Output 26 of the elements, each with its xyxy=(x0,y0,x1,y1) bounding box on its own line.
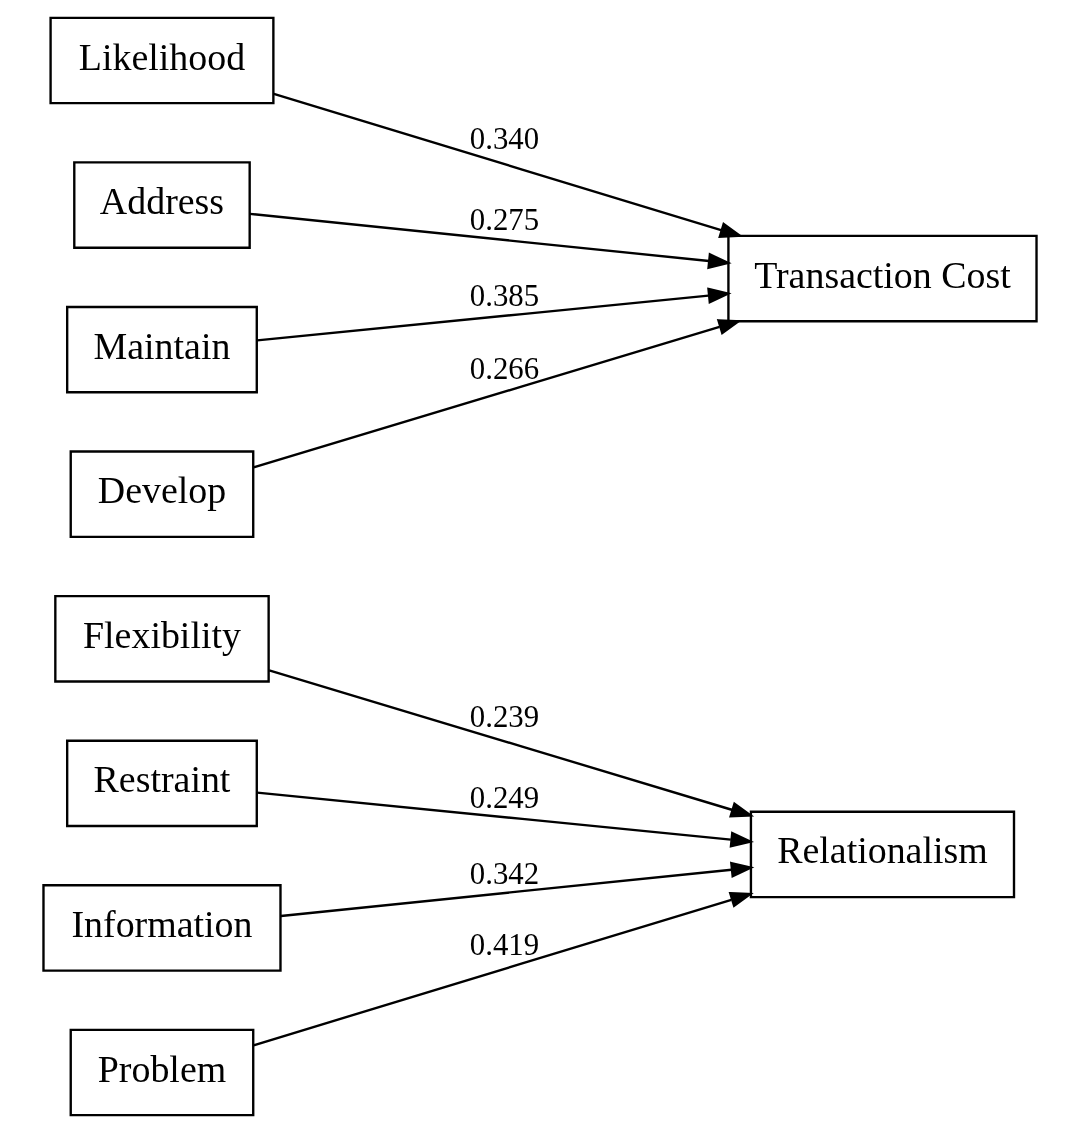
node-box: Problem xyxy=(69,1028,255,1117)
edge-label: 0.419 xyxy=(469,927,540,962)
edge-label: 0.385 xyxy=(469,278,540,313)
node-box: Develop xyxy=(69,450,255,539)
node-box: Likelihood xyxy=(49,16,275,105)
node-box: Relationalism xyxy=(749,810,1016,899)
arrow xyxy=(249,212,732,270)
arrow xyxy=(273,92,744,238)
node-box: Information xyxy=(42,884,282,972)
edge-label: 0.249 xyxy=(469,781,540,816)
node-box: Restraint xyxy=(66,739,258,828)
edge-label: 0.342 xyxy=(469,856,540,891)
edge-label: 0.340 xyxy=(469,122,540,157)
arrow xyxy=(257,791,755,848)
node-box: Flexibility xyxy=(54,594,270,683)
edge-label: 0.275 xyxy=(469,202,540,237)
node-box: Maintain xyxy=(66,305,258,394)
edge-label: 0.239 xyxy=(469,700,540,735)
arrow xyxy=(257,287,732,342)
edge-label: 0.266 xyxy=(469,352,540,387)
node-box: Transaction Cost xyxy=(727,234,1038,323)
arrow xyxy=(268,669,755,818)
arrow xyxy=(253,319,742,469)
arrow xyxy=(280,861,755,918)
node-box: Address xyxy=(73,161,251,249)
arrow xyxy=(253,891,754,1047)
